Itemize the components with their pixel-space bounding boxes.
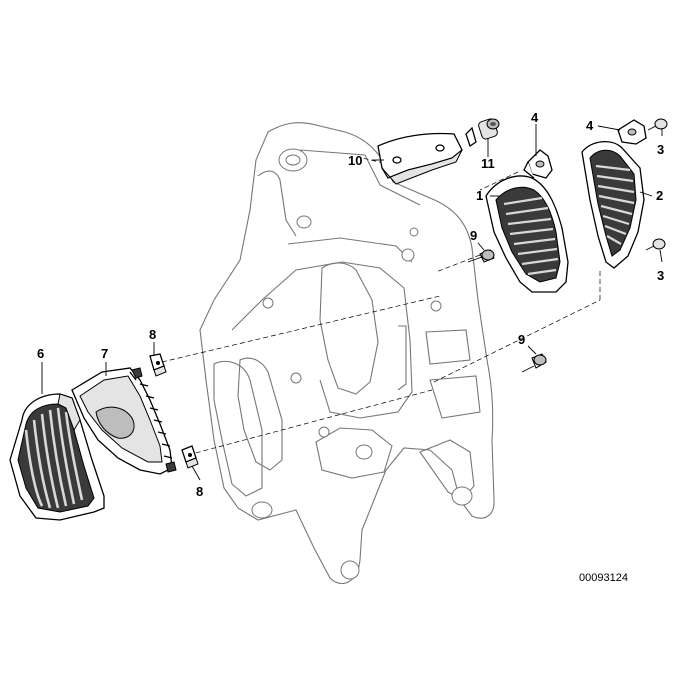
diagram-part-number: 00093124 bbox=[579, 572, 628, 584]
frame-outline bbox=[199, 122, 495, 584]
callout-10: 10 bbox=[348, 153, 362, 168]
part-3-screw-top bbox=[647, 118, 668, 131]
part-2-grille bbox=[581, 141, 645, 269]
frame-mounting-bosses bbox=[251, 148, 473, 580]
part-4-bracket-left bbox=[523, 149, 553, 179]
callout-8-upper: 8 bbox=[149, 327, 156, 342]
callout-9-lower: 9 bbox=[518, 332, 525, 347]
part-4-bracket-right bbox=[617, 119, 647, 145]
callout-7: 7 bbox=[101, 346, 108, 361]
callout-labels: 1 2 3 3 4 4 6 7 8 8 9 9 10 11 bbox=[37, 110, 664, 499]
callout-9-upper: 9 bbox=[470, 228, 477, 243]
part-11-bolt bbox=[465, 118, 500, 148]
callout-6: 6 bbox=[37, 346, 44, 361]
callout-4-right: 4 bbox=[586, 118, 594, 133]
callout-4-left: 4 bbox=[531, 110, 539, 125]
callout-3-top: 3 bbox=[657, 142, 664, 157]
leader-lines bbox=[41, 124, 663, 481]
callout-1: 1 bbox=[476, 188, 483, 203]
callout-11: 11 bbox=[481, 156, 495, 171]
part-9-screw-upper bbox=[467, 249, 495, 263]
callout-8-lower: 8 bbox=[196, 484, 203, 499]
part-10-cover-plate bbox=[377, 132, 463, 185]
callout-2: 2 bbox=[656, 188, 663, 203]
part-6-outer-grille bbox=[9, 393, 105, 521]
part-8-clip-lower bbox=[181, 445, 199, 469]
part-8-clip-upper bbox=[149, 353, 167, 377]
part-9-screw-lower bbox=[521, 353, 547, 373]
callout-3-bottom: 3 bbox=[657, 268, 664, 283]
part-3-screw-bottom bbox=[645, 238, 666, 251]
part-1-grille bbox=[485, 175, 569, 293]
part-7-inner-cover bbox=[71, 367, 177, 475]
